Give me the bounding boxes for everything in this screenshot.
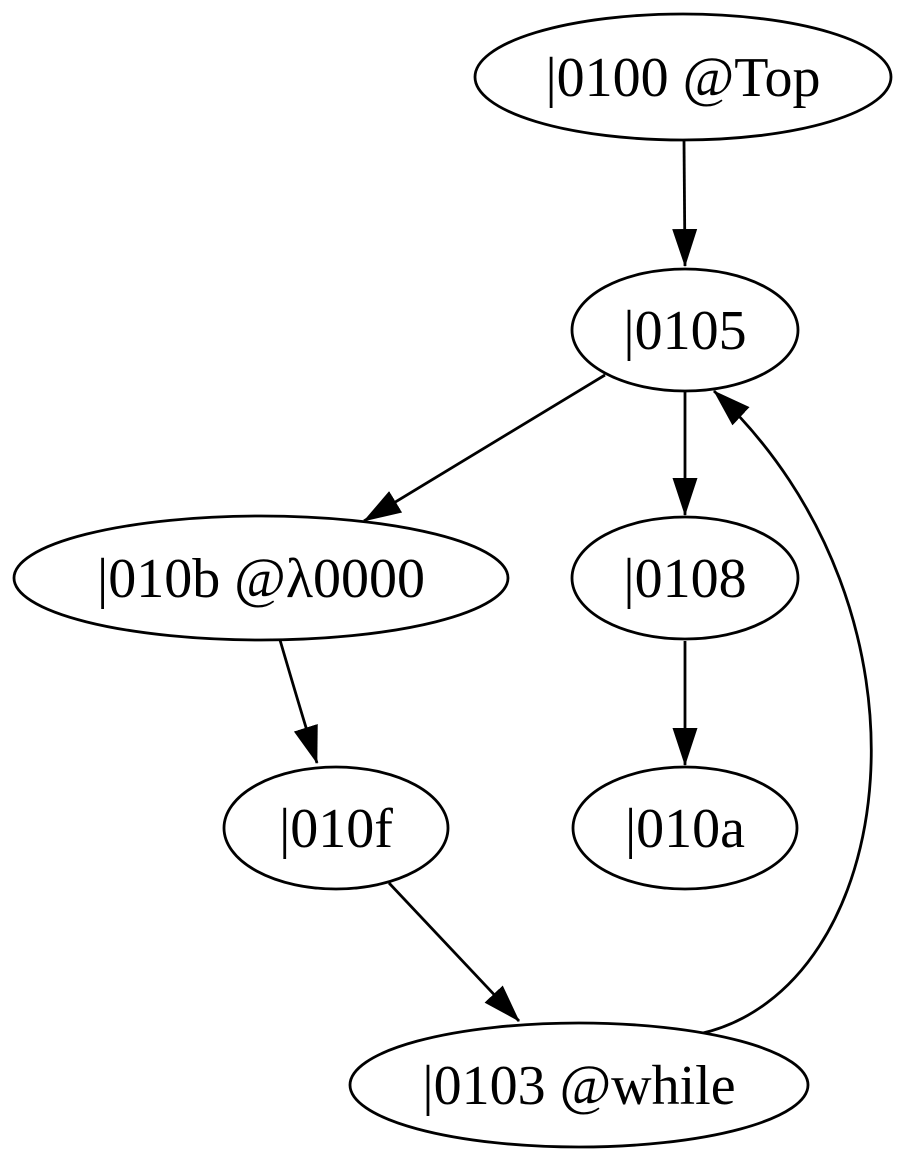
node-010b: |010b @λ0000	[12, 514, 510, 642]
node-0105: |0105	[570, 267, 800, 393]
node-0108: |0108	[570, 515, 800, 641]
node-0100: |0100 @Top	[473, 12, 893, 142]
node-010b-shape	[12, 514, 510, 642]
node-0100-shape	[473, 12, 893, 142]
edge-010b-to-010f	[278, 639, 319, 764]
node-010f-shape	[222, 765, 450, 891]
node-0105-shape	[570, 267, 800, 393]
node-0100-label: |0100 @Top	[545, 47, 820, 109]
node-010a-shape	[571, 765, 799, 891]
node-0108-shape	[570, 515, 800, 641]
node-0103-shape	[348, 1021, 810, 1149]
edge-0103-to-0105	[698, 389, 873, 1036]
edge-group	[278, 140, 873, 1036]
node-0105-label: |0105	[623, 300, 746, 362]
edge-0105-to-010b	[363, 373, 606, 523]
edge-010f-to-0103	[387, 882, 521, 1022]
edge-0100-to-0105	[672, 140, 698, 267]
node-0103-label: |0103 @while	[422, 1055, 735, 1117]
node-010f: |010f	[222, 765, 450, 891]
node-0108-label: |0108	[623, 548, 746, 610]
node-0103: |0103 @while	[348, 1021, 810, 1149]
node-010b-label: |010b @λ0000	[97, 548, 425, 610]
node-010a-label: |010a	[625, 798, 745, 860]
node-010f-label: |010f	[279, 798, 393, 860]
node-010a: |010a	[571, 765, 799, 891]
